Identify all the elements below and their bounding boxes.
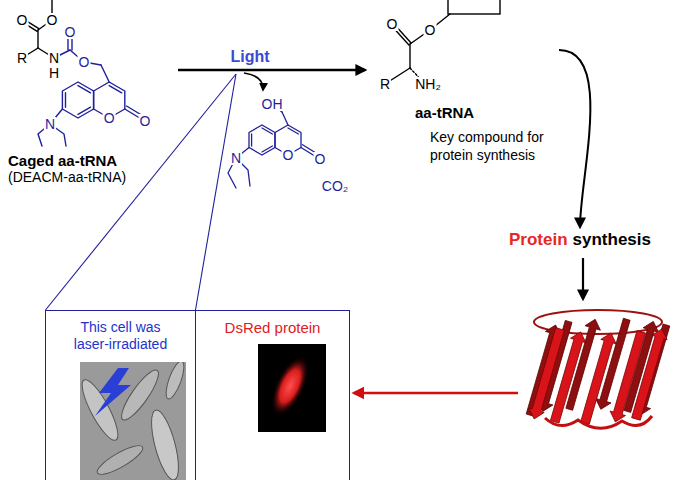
caged-structure-coumarin xyxy=(78,107,91,114)
node-heading: Caged aa-tRNA xyxy=(8,152,117,169)
atom-label: N xyxy=(48,51,60,65)
atom-label: R xyxy=(379,77,391,91)
aa-trna-structure xyxy=(385,0,500,84)
laser-bolt xyxy=(95,368,131,416)
released-coumarin xyxy=(262,146,272,152)
cell-photo xyxy=(146,408,184,480)
protein-ribbon xyxy=(550,332,586,423)
caged-structure-coumarin xyxy=(38,32,145,146)
atom-label: O xyxy=(139,114,152,128)
caged-structure-amino-acid xyxy=(37,30,38,48)
synthesis-arrow xyxy=(582,258,584,299)
cell-photo xyxy=(163,362,186,401)
photo-panel: DsRed protein xyxy=(195,310,350,480)
fluorescence-image xyxy=(258,344,326,432)
caged-structure-coumarin xyxy=(65,93,66,107)
released-coumarin xyxy=(251,134,252,146)
zoom-lines xyxy=(46,74,237,310)
process-label: Proteinsynthesis xyxy=(505,228,655,254)
caged-structure-amino-acid xyxy=(21,0,54,58)
node-heading: aa-tRNA xyxy=(415,104,474,122)
protein-ribbon xyxy=(610,331,646,422)
fluorescence-arrow xyxy=(354,392,518,395)
aa-trna-structure xyxy=(448,0,500,14)
atom-label: NH₂ xyxy=(414,77,442,91)
atom-label: O xyxy=(103,111,116,125)
cell-photo xyxy=(80,362,186,480)
atom-label: O xyxy=(282,148,295,162)
caged-structure-coumarin xyxy=(109,86,122,93)
release-arrow xyxy=(244,73,263,90)
released-coumarin xyxy=(282,112,288,125)
released-coumarin xyxy=(228,104,320,188)
atom-label: O xyxy=(314,152,327,166)
caged-structure-coumarin xyxy=(101,65,109,82)
atom-label: O xyxy=(16,13,29,27)
edge-label: Light xyxy=(228,48,271,66)
atom-label: O xyxy=(64,25,77,39)
zoom-lines xyxy=(46,74,237,310)
flow-arrow xyxy=(559,50,590,227)
photo-panel: This cell was laser-irradiated xyxy=(45,310,196,480)
atom-label: OH xyxy=(261,97,284,111)
aa-trna-structure xyxy=(409,44,410,68)
node-text: (DEACM-aa-tRNA) xyxy=(8,169,126,186)
atom-label: N xyxy=(44,117,56,131)
atom-label: O xyxy=(78,55,91,69)
released-coumarin xyxy=(288,128,298,134)
cell-photo xyxy=(76,359,187,480)
node-heading: DsRed protein xyxy=(225,319,321,337)
atom-label: N xyxy=(230,151,242,165)
protein-ribbon xyxy=(581,333,617,424)
compound-group: Caged aa-tRNA(DEACM-aa-tRNA) xyxy=(0,0,178,190)
protein-ribbon xyxy=(545,416,652,428)
caged-structure-coumarin xyxy=(62,82,93,118)
node-text: synthesis xyxy=(573,230,651,250)
flow-arrow xyxy=(178,69,365,72)
molecule-label: CO₂ xyxy=(321,179,349,193)
protein-ribbon xyxy=(526,310,670,428)
atom-label: O xyxy=(386,17,399,31)
cell-photo xyxy=(94,441,146,479)
atom-label: O xyxy=(424,23,437,37)
caged-structure-coumarin xyxy=(78,86,91,93)
zoom-lines xyxy=(196,74,237,310)
node-heading: This cell was laser-irradiated xyxy=(66,319,176,353)
released-coumarin xyxy=(249,125,275,155)
atom-label: H xyxy=(48,66,60,80)
fluorescence-image xyxy=(258,344,326,432)
atom-label: R xyxy=(16,51,28,65)
node-text: Key compound for protein synthesis xyxy=(430,128,555,164)
atom-label: O xyxy=(46,13,59,27)
node-heading: Protein xyxy=(509,230,568,250)
fluorescence-image xyxy=(264,351,316,421)
released-coumarin xyxy=(262,128,272,134)
